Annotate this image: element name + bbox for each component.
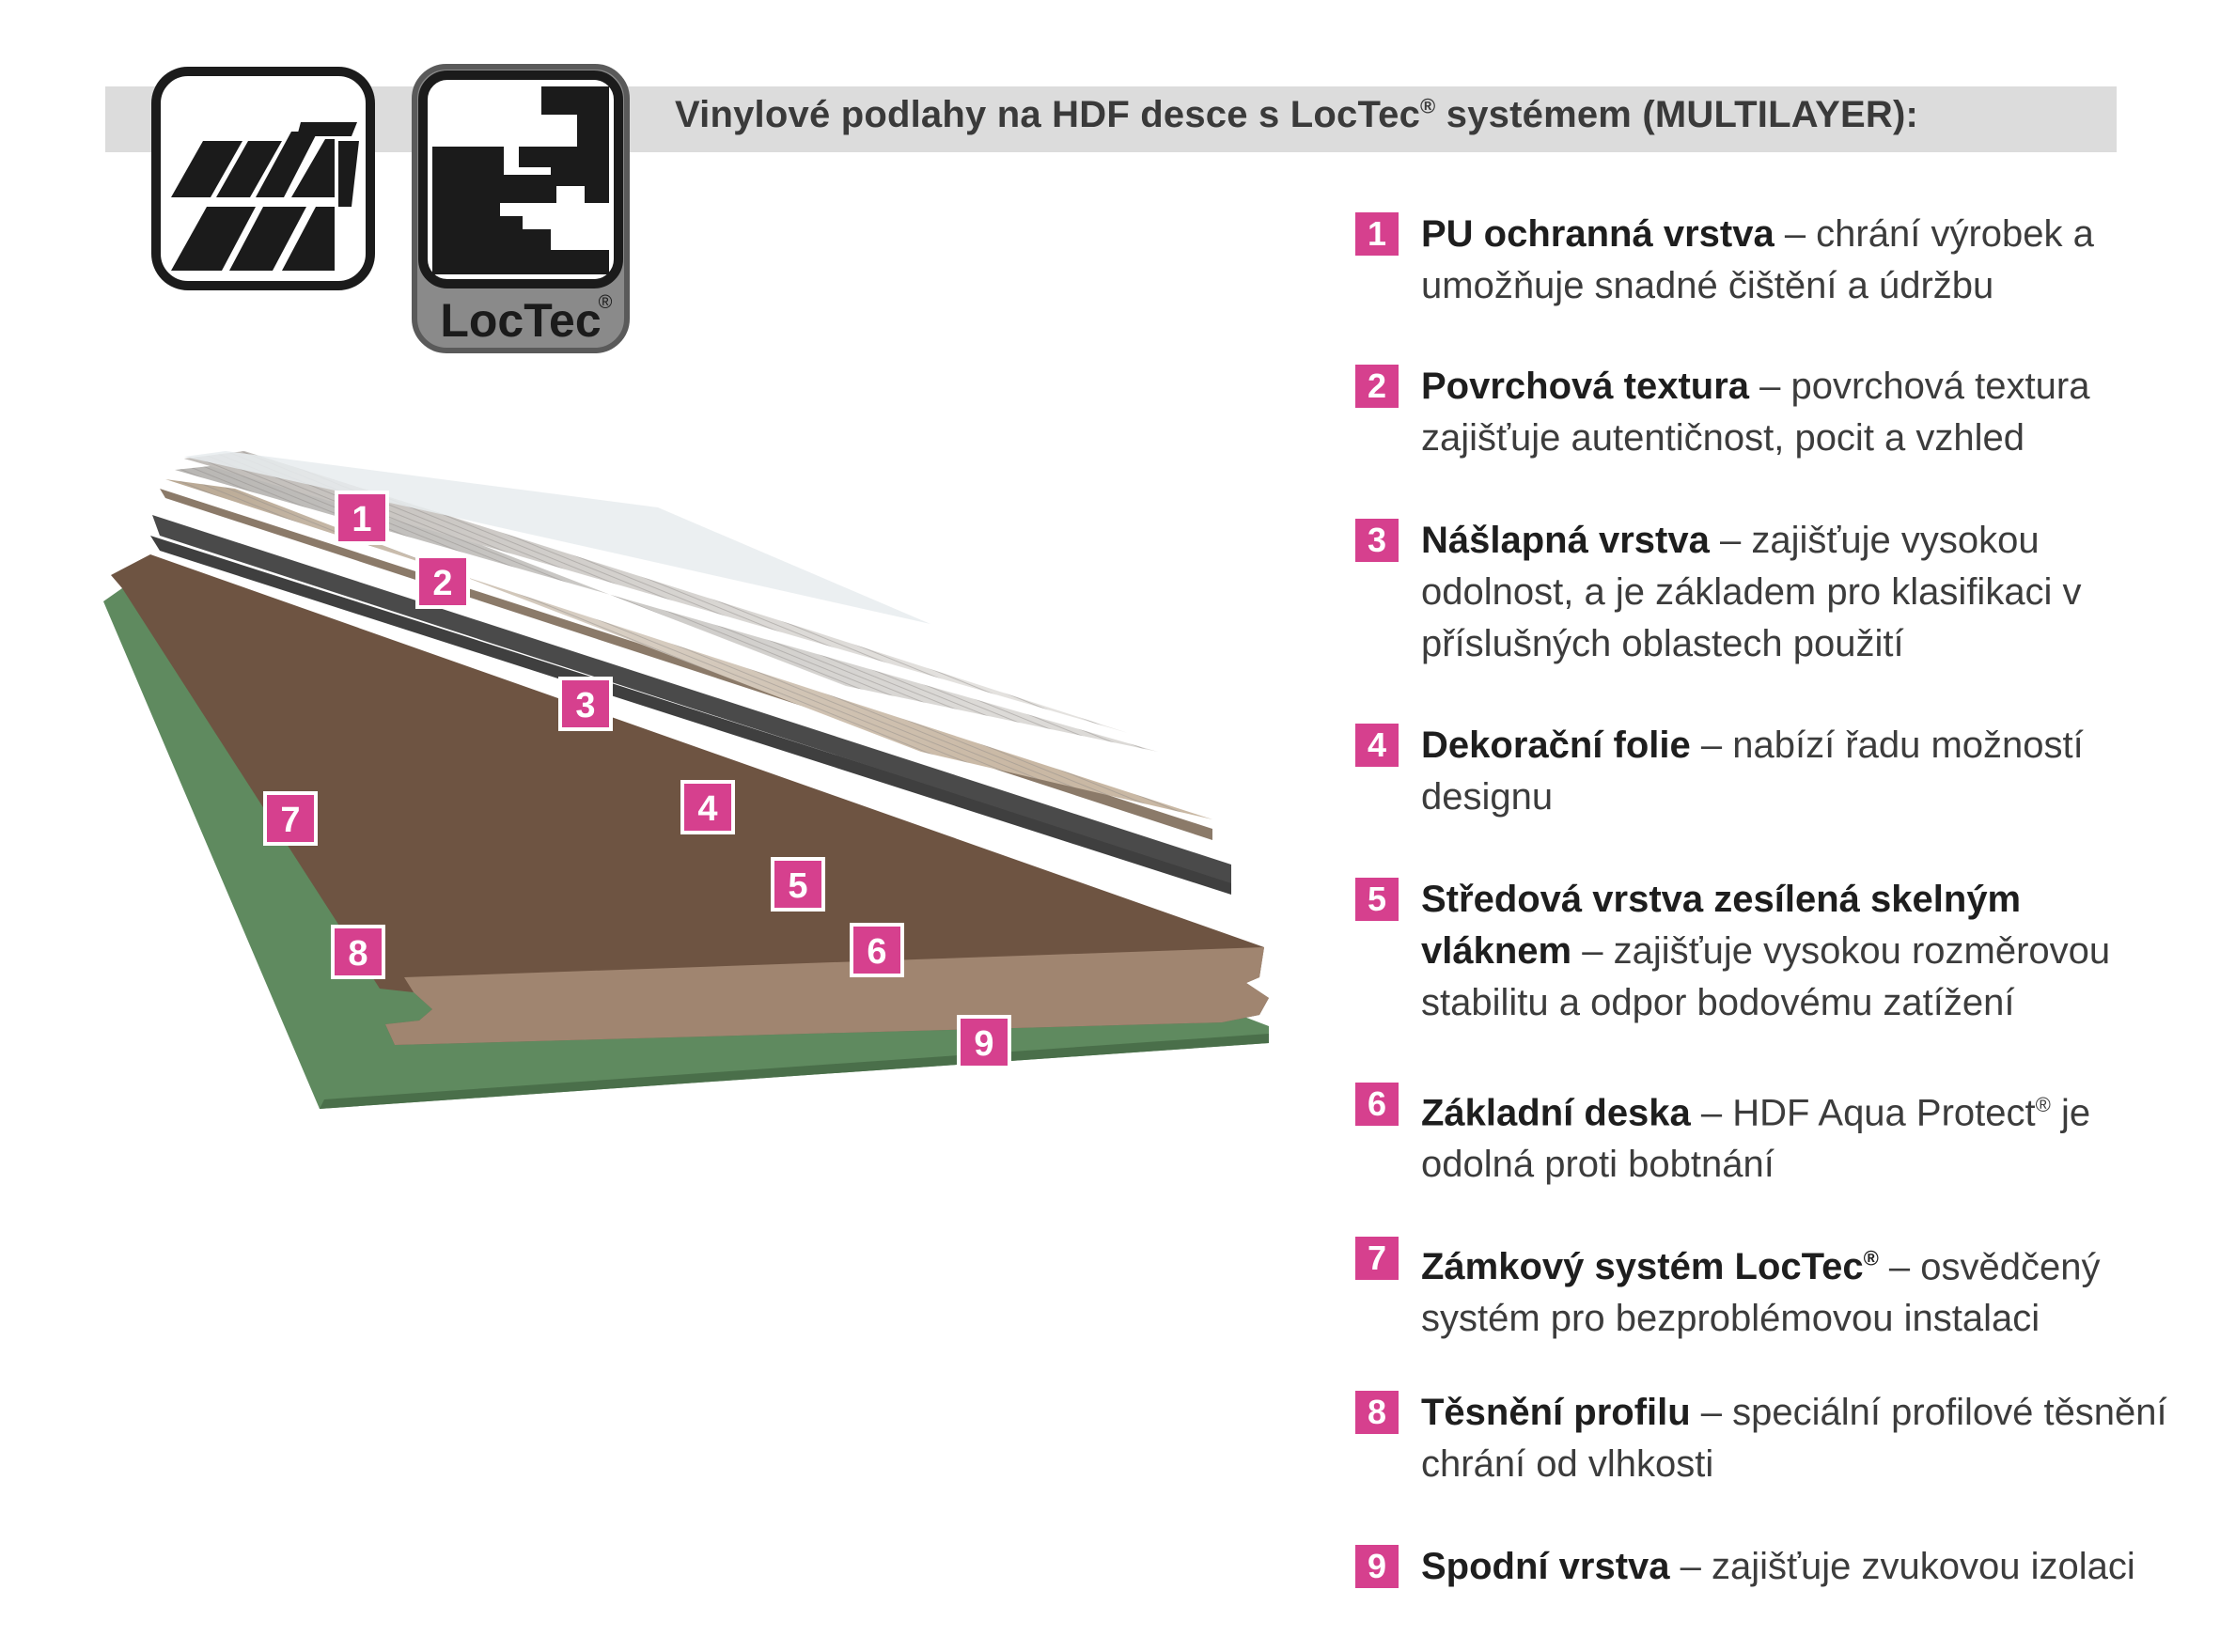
marker-5: 5	[771, 857, 825, 912]
layer-diagram: 1 2 3 4 5 6 7 8 9	[103, 451, 1269, 1109]
svg-text:5: 5	[788, 866, 807, 906]
svg-text:3: 3	[575, 686, 595, 725]
svg-text:9: 9	[974, 1024, 993, 1064]
svg-text:1: 1	[352, 500, 371, 539]
legend-item-2: 2 Povrchová textura – povrchová textura …	[1355, 361, 2182, 464]
legend-item-9: 9 Spodní vrstva – zajišťuje zvukovou izo…	[1355, 1541, 2182, 1593]
marker-1: 1	[335, 491, 389, 545]
marker-4: 4	[680, 780, 735, 834]
page-title: Vinylové podlahy na HDF desce s LocTec® …	[675, 94, 1919, 135]
loctec-label: LocTec	[440, 294, 601, 347]
svg-text:®: ®	[599, 292, 613, 313]
legend-item-4: 4 Dekorační folie – nabízí řadu možností…	[1355, 720, 2182, 823]
legend-item-8: 8 Těsnění profilu – speciální profilové …	[1355, 1387, 2182, 1490]
layer-fiberglass-core	[150, 536, 1231, 895]
marker-8: 8	[331, 925, 385, 979]
svg-text:4: 4	[697, 789, 717, 829]
svg-text:6: 6	[867, 932, 886, 972]
legend-item-5: 5 Středová vrstva zesílená skelným vlákn…	[1355, 874, 2182, 1029]
marker-3: 3	[558, 677, 613, 731]
legend-item-7: 7 Zámkový systém LocTec® – osvědčený sys…	[1355, 1233, 2182, 1345]
legend-item-6: 6 Základní deska – HDF Aqua Protect® je …	[1355, 1079, 2182, 1191]
marker-6: 6	[850, 923, 904, 977]
marker-2: 2	[415, 554, 470, 609]
svg-text:7: 7	[280, 801, 300, 840]
vinyl-plank-laying-icon	[150, 66, 376, 291]
legend-item-1: 1 PU ochranná vrstva – chrání výrobek a …	[1355, 209, 2182, 312]
loctec-joint-icon: LocTec ®	[410, 62, 632, 355]
legend-item-3: 3 Nášlapná vrstva – zajišťuje vysokou od…	[1355, 515, 2182, 670]
svg-text:8: 8	[348, 934, 367, 974]
marker-7: 7	[263, 791, 318, 846]
marker-9: 9	[957, 1015, 1011, 1069]
svg-text:2: 2	[432, 564, 452, 603]
